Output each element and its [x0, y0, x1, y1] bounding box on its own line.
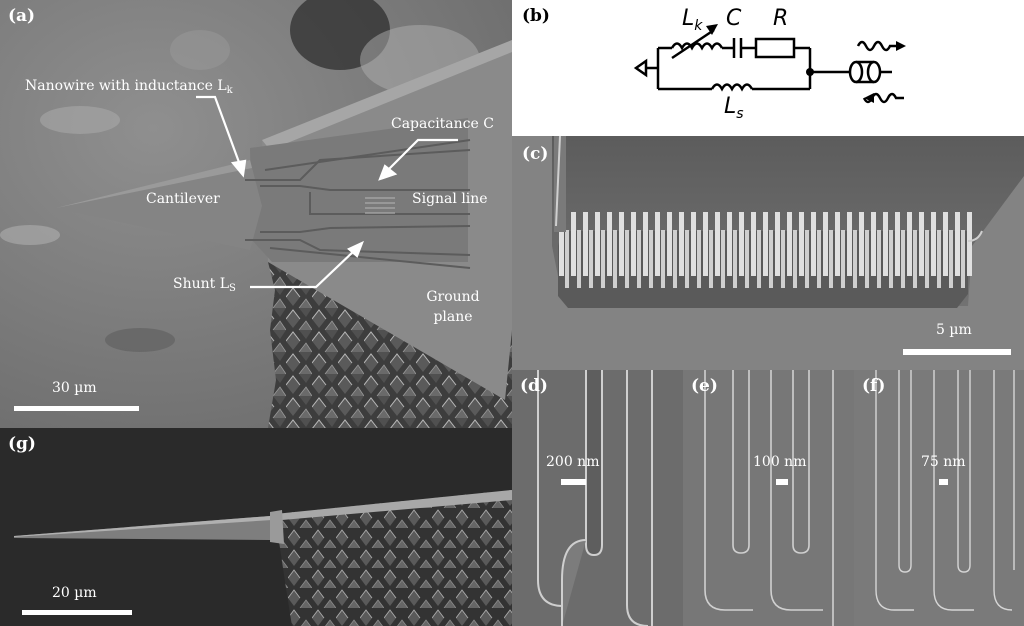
shunt-label-text: Shunt L [173, 276, 230, 292]
panel-g: (g) 20 µm [0, 428, 512, 626]
panel-d-scale-text: 200 nm [546, 454, 600, 470]
lk-label: Lk [682, 6, 702, 34]
wave-out [856, 40, 898, 52]
panel-g-scale-bar [22, 610, 132, 615]
panel-c: (c) 5 µm [512, 136, 1024, 370]
resistor [754, 37, 796, 59]
shunt-label-sub: S [229, 283, 236, 294]
ls-label: Ls [724, 94, 744, 122]
panel-e-scale-bar [776, 479, 788, 485]
c-label: C [726, 6, 742, 31]
r-label: R [773, 6, 789, 31]
cantilever-label: Cantilever [146, 191, 220, 207]
panel-g-label: (g) [8, 434, 36, 454]
nanowire-label-text: Nanowire with inductance L [25, 78, 227, 94]
lk-label-sub: k [694, 18, 703, 34]
panel-f: (f) 75 nm [854, 370, 1024, 626]
panel-g-scale-text: 20 µm [52, 585, 97, 601]
panel-f-sem-image [854, 370, 1024, 626]
panel-e-label: (e) [691, 376, 718, 396]
panel-f-scale-bar [939, 479, 948, 485]
panel-a-label: (a) [8, 6, 36, 26]
ground-plane-line1: Ground [426, 289, 480, 305]
panel-d-label: (d) [520, 376, 548, 396]
panel-e-scale-text: 100 nm [753, 454, 807, 470]
panel-e-sem-image [683, 370, 854, 626]
lk-inductor [670, 42, 724, 51]
panel-g-sem-image [0, 428, 512, 626]
panel-d-scale-bar [561, 479, 586, 485]
panel-a-scale-text: 30 µm [52, 380, 97, 396]
panel-b-label: (b) [522, 6, 550, 26]
panel-b: (b) Lk C R Ls [512, 0, 1024, 136]
ls-label-text: L [724, 94, 737, 119]
panel-f-label: (f) [862, 376, 886, 396]
panel-c-scale-text: 5 µm [936, 322, 972, 338]
panel-d-sem-image [512, 370, 683, 626]
panel-d: (d) 200 nm [512, 370, 683, 626]
nanowire-label: Nanowire with inductance Lk [25, 78, 233, 96]
ls-label-sub: s [736, 106, 744, 122]
lk-label-text: L [682, 6, 695, 31]
panel-c-label: (c) [522, 144, 549, 164]
capacitance-label: Capacitance C [391, 116, 494, 132]
ground-plane-line2: plane [433, 309, 473, 325]
circuit-diagram [633, 24, 906, 104]
panel-c-sem-image [512, 136, 1024, 370]
panel-a: (a) Nanowire with inductance Lk Capacita… [0, 0, 512, 428]
panel-a-scale-bar [14, 406, 139, 411]
signal-line-label: Signal line [412, 191, 488, 207]
ls-inductor [710, 83, 754, 92]
panel-f-scale-text: 75 nm [921, 454, 966, 470]
wave-in [862, 92, 904, 104]
shunt-label: Shunt LS [173, 276, 236, 294]
nanowire-label-sub: k [226, 85, 233, 96]
ground-symbol [633, 58, 648, 78]
panel-c-scale-bar [903, 349, 1011, 355]
panel-e: (e) 100 nm [683, 370, 854, 626]
ground-plane-label: Ground plane [418, 287, 488, 327]
panel-a-sem-image [0, 0, 512, 428]
